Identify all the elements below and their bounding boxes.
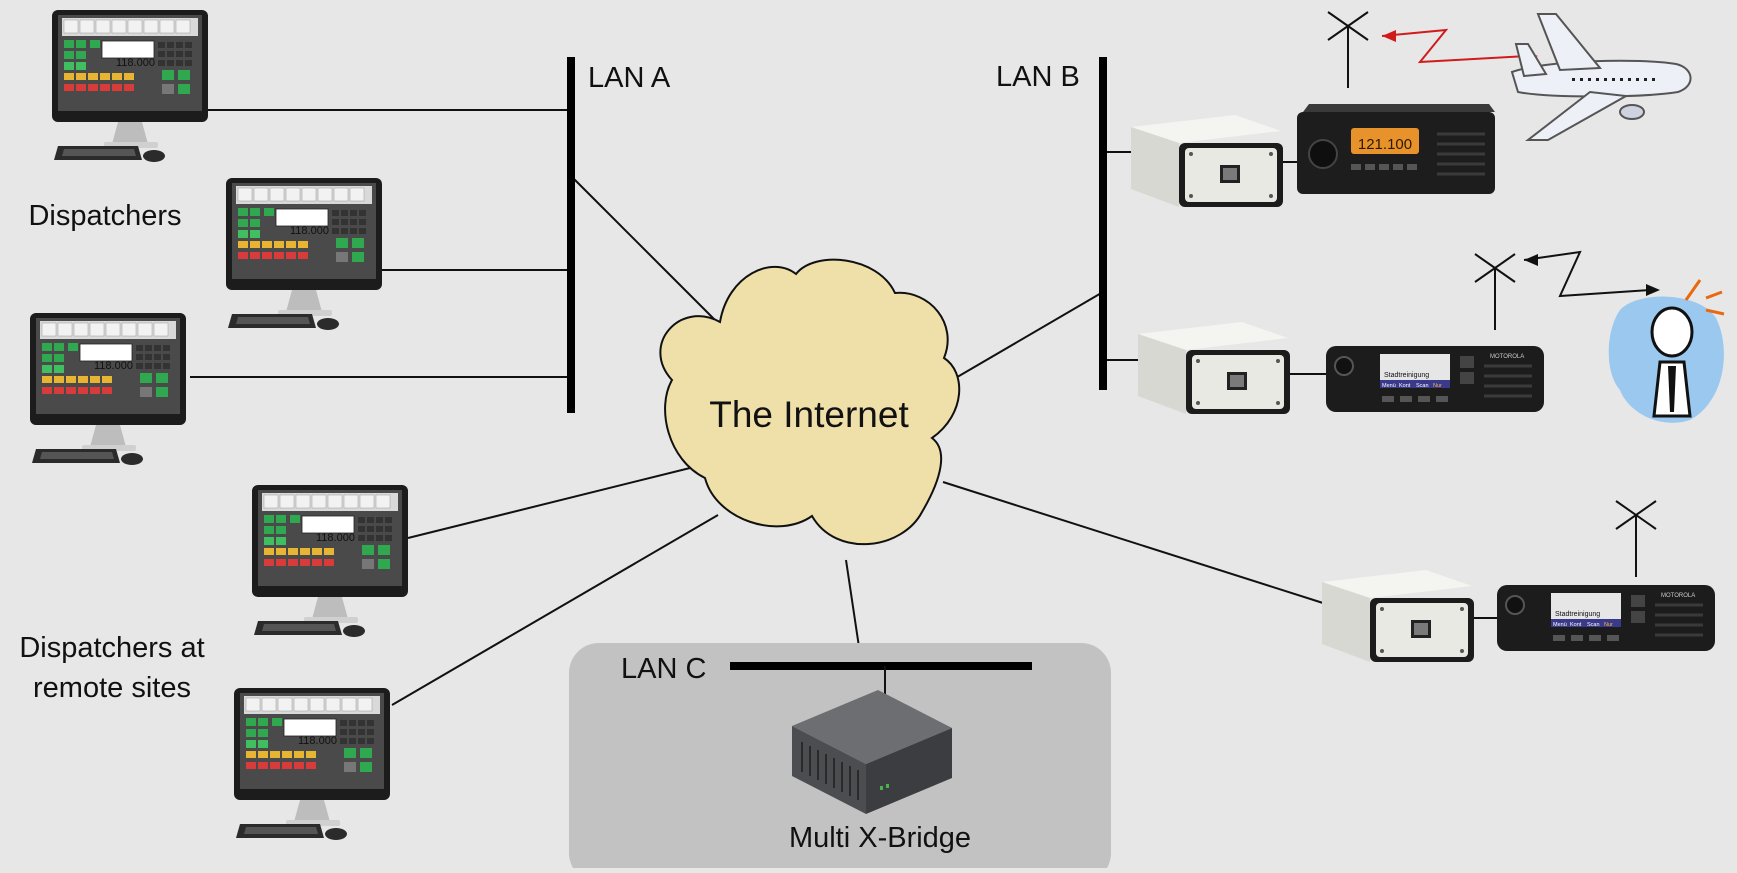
screen-frequency: 118.000 [298,735,337,747]
motorola-menu-item: Kont [1399,383,1411,389]
computer-monitor-icon [225,177,383,331]
lan-a-bus [567,57,575,413]
remote-dispatchers-label-line2: remote sites [33,672,191,704]
motorola-menu-item: Scan [1587,622,1600,628]
antenna-icon [1474,253,1516,331]
motorola-menu-item: Kont [1570,622,1582,628]
motorola-brand: MOTOROLA [1661,593,1695,599]
screen-frequency: 118.000 [94,360,133,372]
motorola-display-line: Stadtreinigung [1555,611,1600,618]
screen-frequency-labels: 118.000 118.000 118.000 118.000 118.000 [94,57,355,747]
server-box-icon [792,690,952,814]
lan-b-bus [1099,57,1107,390]
motorola-menu-item: Menü [1382,383,1396,389]
lan-b-label: LAN B [996,61,1080,93]
computer-monitor-icon [251,484,409,638]
screen-frequency: 118.000 [116,57,155,69]
internet-label: The Internet [709,394,909,435]
gateway-box-icon [1131,115,1283,207]
antenna-icon [1327,11,1369,89]
motorola-display-line: Stadtreinigung [1384,372,1429,379]
motorola-menu-item: Nur [1604,622,1613,628]
motorola-brand: MOTOROLA [1490,354,1524,360]
computer-monitor-icon [233,687,391,841]
screen-frequency: 118.000 [290,225,329,237]
person-handheld-radio-icon [1608,279,1725,423]
gateway-box-icon [1138,322,1290,414]
computer-monitor-icon [51,9,209,163]
multi-x-bridge-label: Multi X-Bridge [789,822,971,854]
motorola-menu-item: Nur [1433,383,1442,389]
screen-frequency: 118.000 [316,532,355,544]
signal-zigzag-ground [1523,250,1660,298]
dispatchers-label: Dispatchers [28,200,181,232]
motorola-menu-item: Menü [1553,622,1567,628]
signal-zigzag-air [1381,28,1538,64]
remote-dispatchers-label-line1: Dispatchers at [19,632,204,664]
lan-c-bus [730,662,1032,670]
lan-a-label: LAN A [588,62,671,94]
internet-cloud: The Internet [659,258,961,546]
antenna-icon [1615,500,1657,578]
motorola-menu-item: Scan [1416,383,1429,389]
lan-c-label: LAN C [621,653,706,685]
icom-frequency: 121.100 [1358,136,1412,153]
icom-radio-icon: 121.100 [1297,104,1495,194]
airplane-icon [1510,13,1692,141]
computer-monitor-icon [29,312,187,466]
connection-lines [190,109,1498,706]
gateway-box-icon [1322,570,1474,662]
